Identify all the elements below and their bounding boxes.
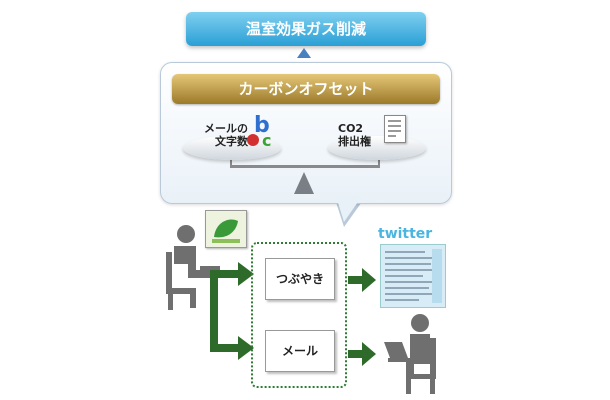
up-arrow-icon (297, 48, 311, 58)
mail-document: メール (265, 330, 335, 372)
co2-label-line1: CO2 (338, 122, 364, 135)
scale-beam (230, 165, 380, 168)
scale-fulcrum-icon (294, 172, 314, 194)
message-group-frame (251, 242, 347, 388)
scale-beam-left-post (230, 158, 232, 167)
twitter-logo: twitter (378, 226, 433, 242)
seated-person-left-icon (166, 225, 220, 310)
seated-person-right-icon (384, 314, 436, 394)
arrow-to-twitter-icon (348, 268, 376, 292)
svg-text:b: b (254, 113, 270, 138)
abc-letters-icon: b c (247, 113, 271, 150)
scale-dish-left (183, 136, 281, 160)
arrow-to-recipient-icon (348, 342, 376, 366)
scale-dish-right (328, 136, 426, 160)
twitter-screen-thumbnail (380, 244, 446, 308)
co2-label-line2: 排出権 (338, 135, 371, 148)
mail-label-line2: 文字数 (215, 135, 248, 148)
mail-character-count-label: メールの 文字数 (192, 122, 248, 148)
scale-beam-right-post (378, 158, 380, 167)
co2-credit-label: CO2 排出権 (338, 122, 382, 148)
carbon-offset-bar: カーボンオフセット (172, 74, 440, 104)
eco-badge-icon (205, 210, 247, 248)
credit-document-icon (384, 115, 406, 143)
ghg-reduction-banner: 温室効果ガス削減 (186, 12, 426, 46)
svg-text:c: c (262, 131, 271, 150)
flow-arrows-left (210, 262, 254, 360)
balloon-tail (336, 196, 362, 222)
tweet-document: つぶやき (265, 258, 335, 300)
mail-label-line1: メールの (204, 122, 248, 135)
